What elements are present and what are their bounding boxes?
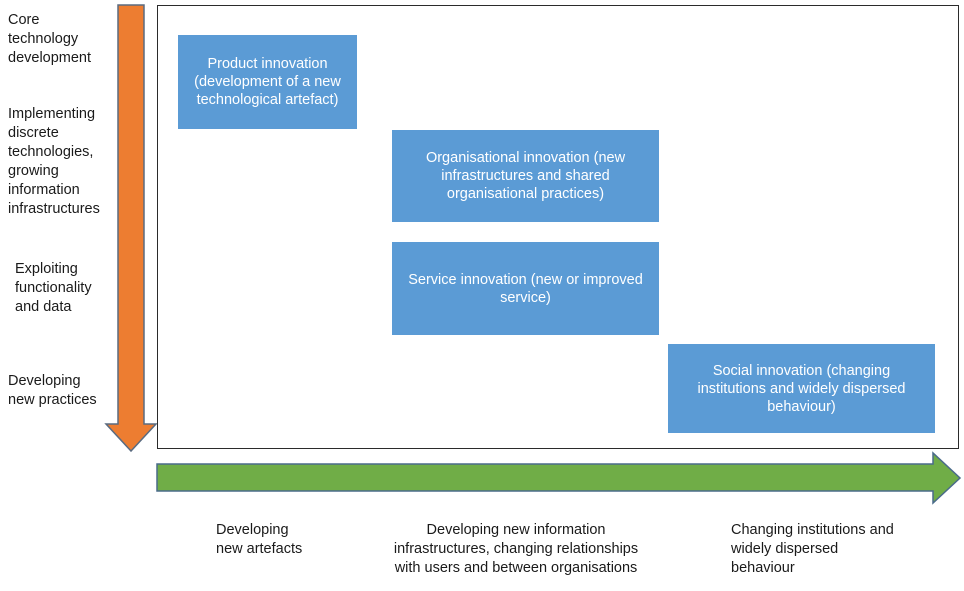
product-innovation-box: Product innovation (development of a new…: [178, 35, 357, 129]
social-innovation-text: Social innovation (changing institutions…: [697, 362, 906, 415]
service-innovation-box: Service innovation (new or improved serv…: [392, 242, 659, 335]
social-innovation-box: Social innovation (changing institutions…: [668, 344, 935, 433]
horizontal-label-infrastructures: Developing new information infrastructur…: [393, 522, 639, 576]
vertical-label-practices: Developing new practices: [8, 373, 97, 408]
horizontal-label-institutions: Changing institutions and widely dispers…: [731, 522, 894, 576]
service-innovation-text: Service innovation (new or improved serv…: [408, 271, 643, 306]
organisational-innovation-box: Organisational innovation (new infrastru…: [392, 130, 659, 222]
organisational-innovation-text: Organisational innovation (new infrastru…: [425, 150, 626, 202]
horizontal-label-artefacts: Developing new artefacts: [216, 522, 303, 557]
product-innovation-text: Product innovation (development of a new…: [194, 56, 341, 108]
vertical-arrow-shape: [104, 4, 158, 453]
vertical-label-implementing: Implementing discrete technologies, grow…: [8, 106, 100, 217]
vertical-label-core: Core technology development: [8, 12, 92, 66]
horizontal-arrow: [156, 451, 962, 505]
vertical-arrow: [104, 4, 158, 453]
horizontal-arrow-shape: [156, 451, 962, 505]
vertical-label-exploiting: Exploiting functionality and data: [15, 261, 92, 315]
